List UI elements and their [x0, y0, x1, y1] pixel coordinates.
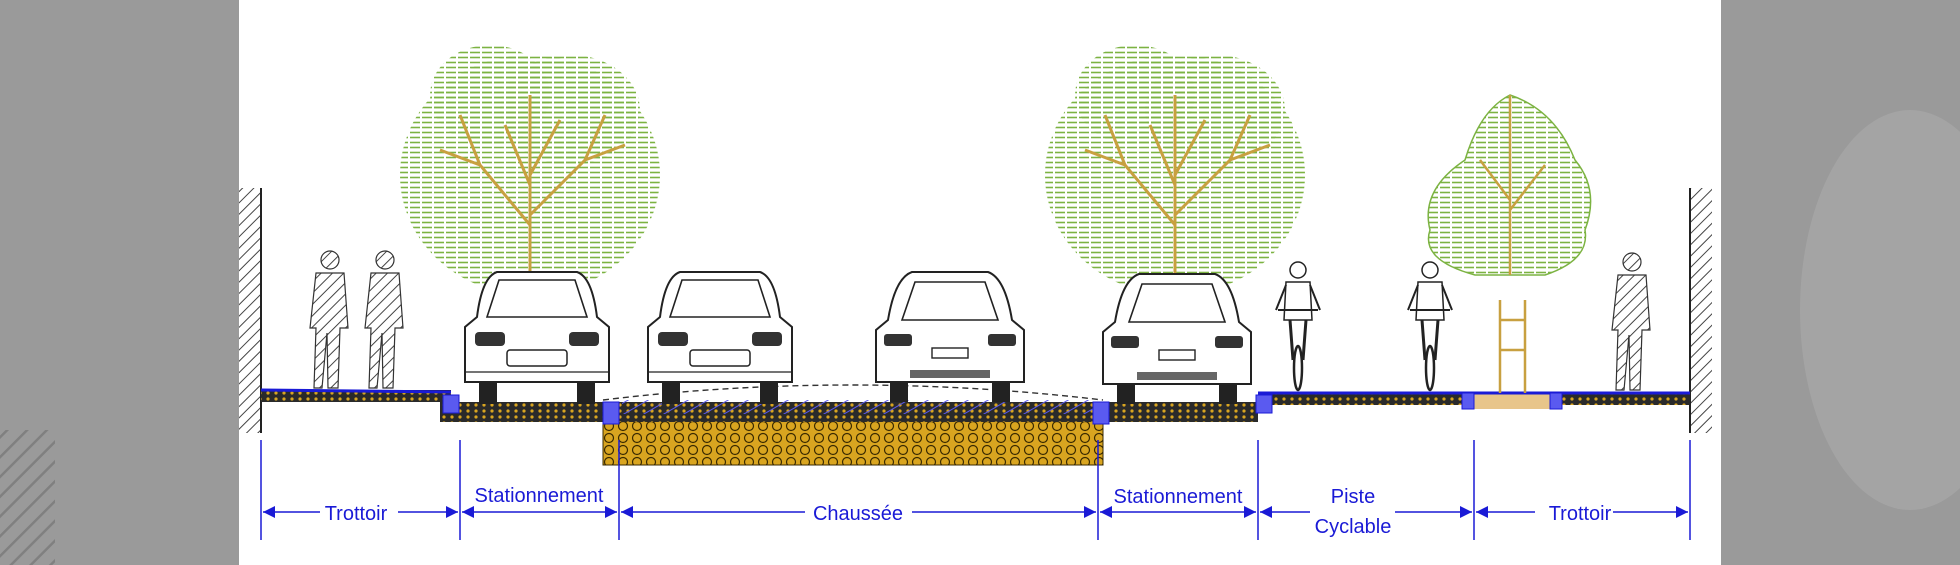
tree-guard-icon: [1498, 300, 1527, 393]
zone-label-stationnement-right: Stationnement: [1114, 486, 1243, 508]
dimension-extension-lines: [260, 440, 1691, 540]
tree-icon: [1043, 43, 1307, 297]
faded-wall-left-icon: [0, 430, 55, 565]
zone-label-piste-cyclable-line2: Cyclable: [1315, 516, 1392, 538]
building-wall-left-icon: [239, 188, 261, 433]
zone-label-chaussee: Chaussée: [813, 503, 903, 525]
young-tree-icon: [1427, 94, 1592, 276]
faded-tree-right-icon: [1800, 110, 1960, 510]
car-rear-icon: [1102, 273, 1252, 405]
zone-label-trottoir-left: Trottoir: [325, 503, 388, 525]
zone-label-stationnement-left: Stationnement: [475, 485, 604, 507]
ground-section: [260, 384, 1690, 466]
tree-icon: [398, 43, 662, 297]
car-rear-icon: [875, 271, 1025, 403]
zone-label-piste-cyclable-line1: Piste: [1331, 486, 1375, 508]
building-wall-right-icon: [1690, 188, 1712, 433]
zone-label-trottoir-right: Trottoir: [1549, 503, 1612, 525]
